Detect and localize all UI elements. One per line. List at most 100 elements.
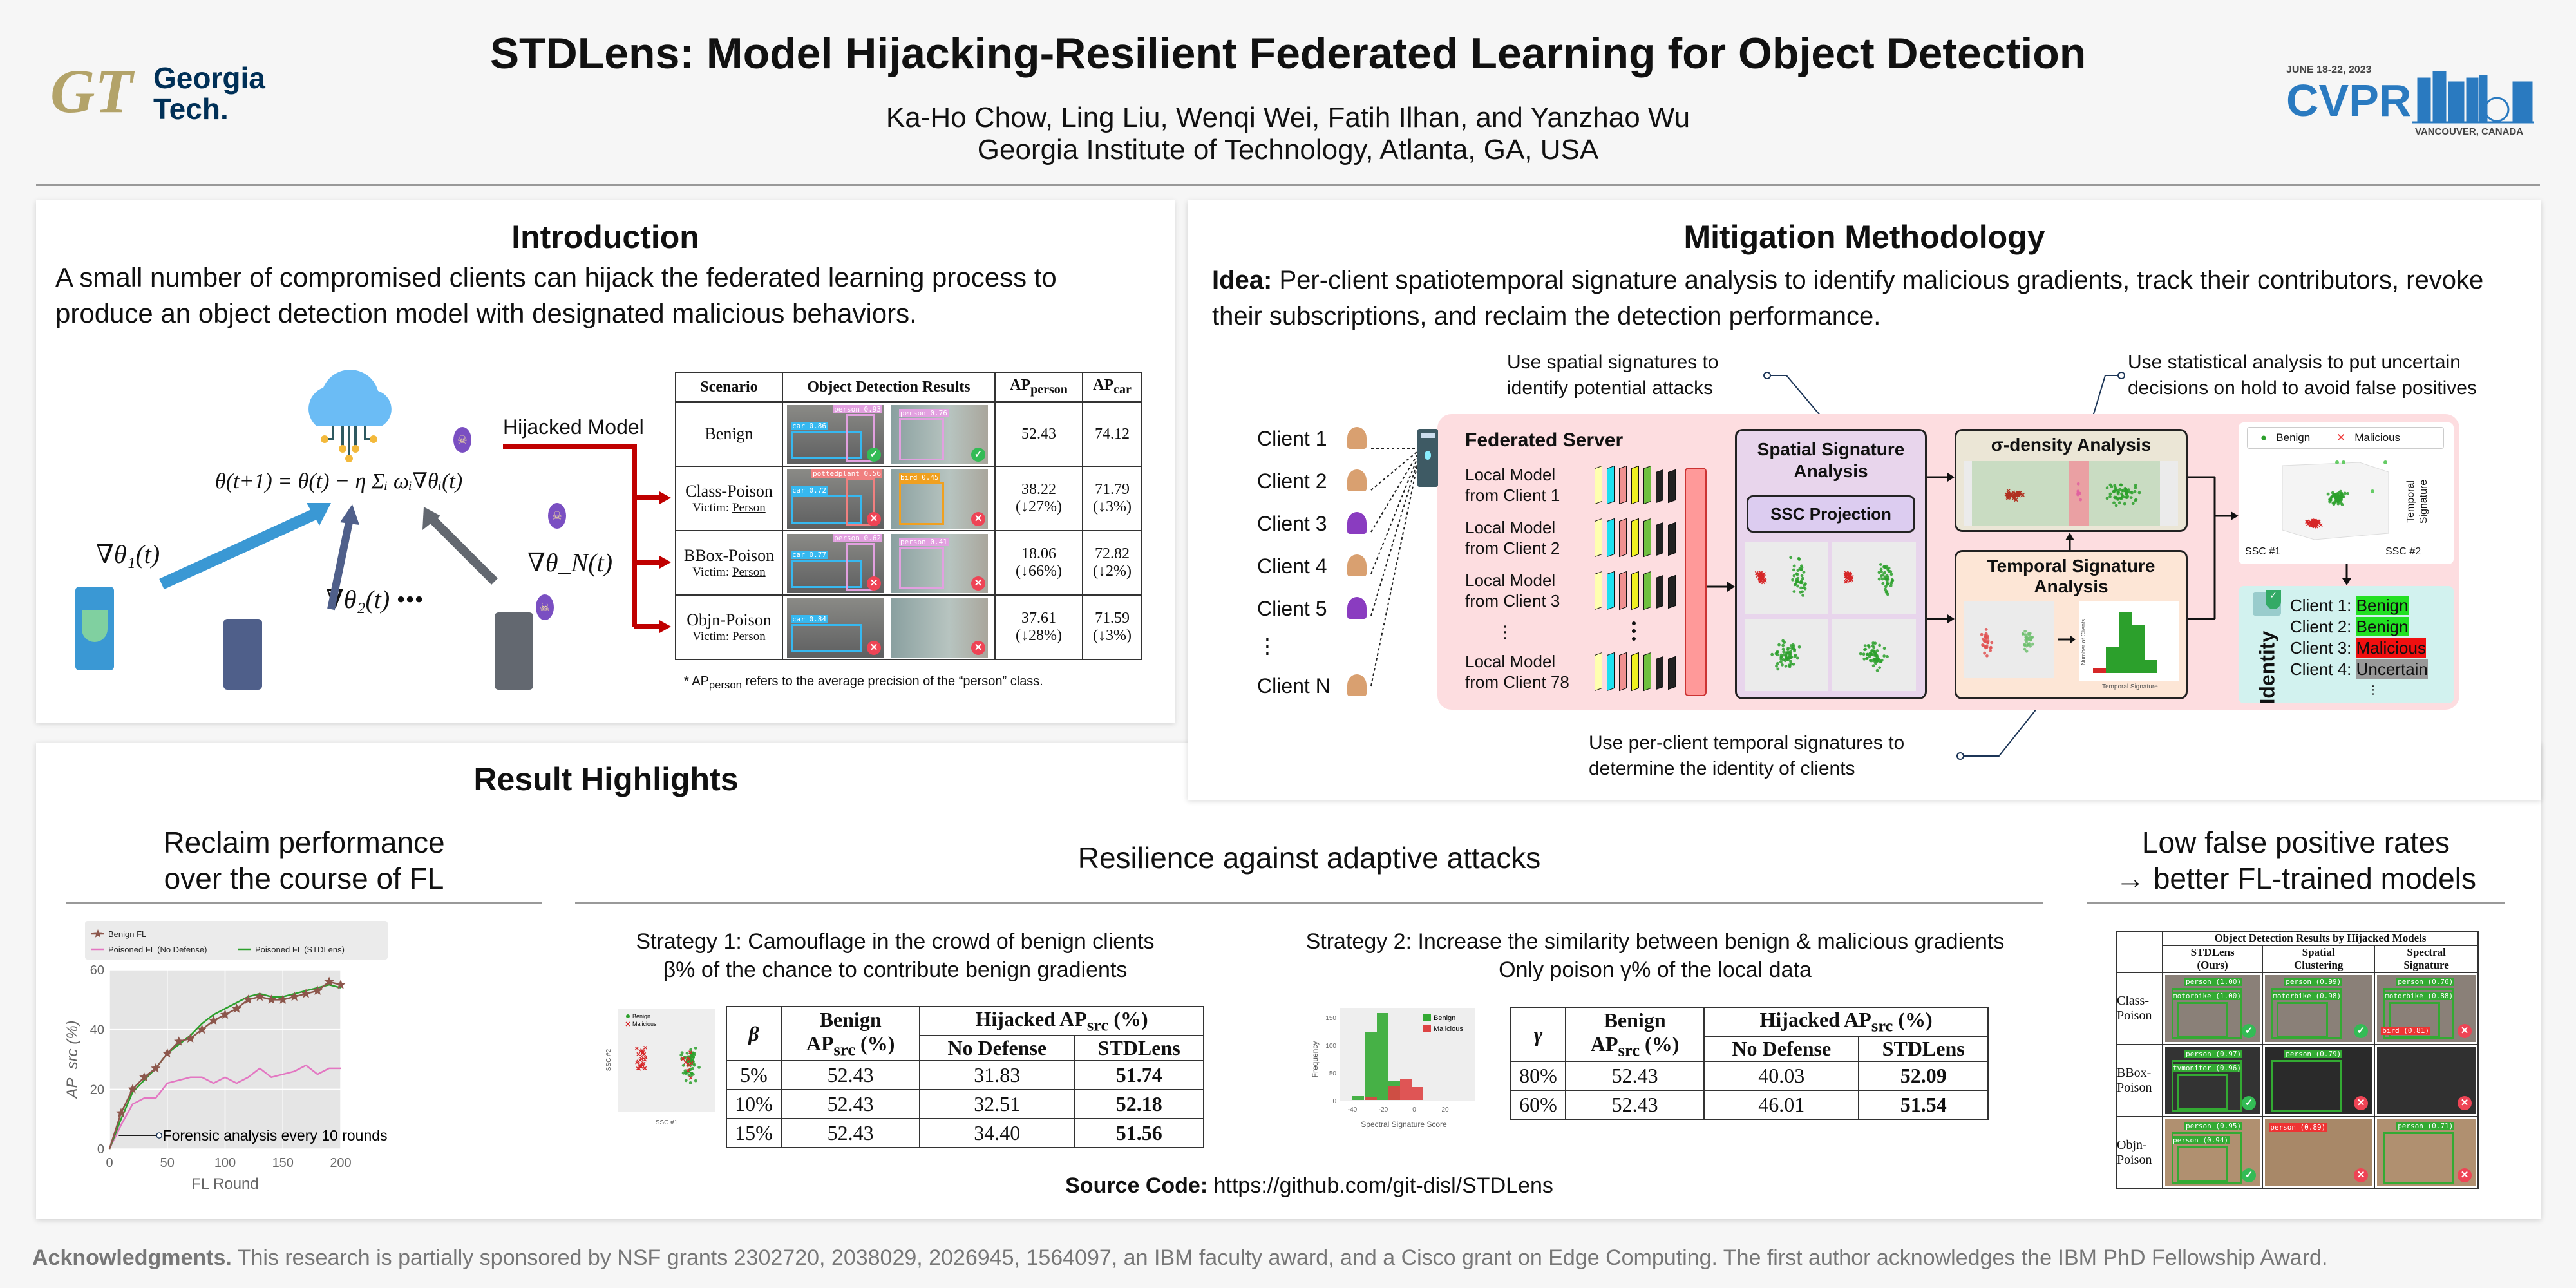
x-tick-label: 50 bbox=[160, 1156, 175, 1170]
detection-image: person (1.00)motorbike (1.00)✓ bbox=[2165, 975, 2260, 1042]
benign-point bbox=[1800, 574, 1804, 578]
benign-point bbox=[2335, 460, 2339, 464]
benign-point bbox=[680, 1051, 684, 1055]
client2-server-icon bbox=[223, 619, 262, 690]
benign-point bbox=[2334, 497, 2338, 500]
poison-flask-icon: ☠ bbox=[453, 427, 471, 453]
right-divider bbox=[2087, 902, 2505, 904]
legend-malicious-label: Malicious bbox=[2354, 431, 2401, 444]
annotation-marker bbox=[156, 1132, 162, 1139]
malicious-point bbox=[687, 1057, 691, 1061]
param-header: β bbox=[726, 1005, 782, 1062]
plot3d-legend: ●Benign ✕Malicious bbox=[2247, 427, 2444, 449]
ssc-projection-button: SSC Projection bbox=[1747, 495, 1915, 533]
benign-point bbox=[1889, 573, 1893, 576]
table-cell: 34.40 bbox=[919, 1118, 1075, 1149]
benign-point bbox=[1873, 641, 1877, 645]
benign-point bbox=[2346, 492, 2349, 495]
benign-point bbox=[1886, 582, 1889, 586]
benign-point bbox=[2343, 491, 2347, 495]
malicious-point bbox=[1984, 628, 1988, 631]
benign-point bbox=[1802, 570, 1806, 574]
legend-label: Poisoned FL (No Defense) bbox=[108, 945, 207, 954]
benign-point bbox=[2329, 495, 2333, 499]
benign-point bbox=[2342, 495, 2345, 498]
benign-point bbox=[2123, 502, 2126, 506]
benign-point bbox=[1862, 652, 1866, 656]
series-marker bbox=[243, 994, 253, 1004]
benign-point bbox=[1866, 643, 1870, 647]
cvpr-logo: JUNE 18-22, 2023 CVPR VANCOUVER, CANADA bbox=[2286, 64, 2537, 142]
source-code-link[interactable]: Source Code: https://github.com/git-disl… bbox=[1065, 1173, 1553, 1198]
detection-image: bird 0.45 ✕ bbox=[891, 469, 988, 529]
series-marker bbox=[289, 991, 299, 1001]
detection-image: person 0.41 ✕ bbox=[891, 534, 988, 593]
benign-point bbox=[1781, 639, 1785, 643]
benign-point bbox=[1870, 659, 1873, 663]
detection-label: car 0.77 bbox=[791, 551, 828, 559]
malicious-point bbox=[2007, 495, 2011, 500]
mid-divider bbox=[575, 902, 2043, 904]
cross-icon: ✕ bbox=[971, 641, 985, 655]
bounding-box bbox=[899, 547, 944, 589]
benign-point bbox=[1792, 568, 1795, 572]
benign-region bbox=[2089, 461, 2160, 526]
benign-point bbox=[1881, 582, 1885, 585]
benign-point bbox=[2118, 488, 2122, 491]
benign-point bbox=[2031, 642, 2034, 646]
malicious-point bbox=[642, 1052, 647, 1056]
cross-icon: ✕ bbox=[867, 641, 881, 655]
malicious-point bbox=[1759, 576, 1764, 580]
hijacked-model-label: Hijacked Model bbox=[503, 415, 644, 439]
car-bounding-box bbox=[791, 560, 862, 588]
histogram-bar bbox=[1400, 1079, 1412, 1100]
y-axis-label: SSC #2 bbox=[605, 1048, 612, 1071]
bounding-box bbox=[2177, 1146, 2228, 1182]
benign-point bbox=[1792, 662, 1795, 666]
stdlens-header: STDLens bbox=[1074, 1035, 1204, 1062]
series-marker bbox=[324, 976, 334, 986]
table-header-row: Object Detection Results by Hijacked Mod… bbox=[2116, 931, 2479, 973]
aggregation-bar bbox=[1685, 468, 1707, 696]
bounding-box bbox=[2389, 1002, 2441, 1037]
histogram-bar bbox=[1352, 1096, 1364, 1100]
ap-person-cell: 38.22(↓27%) bbox=[994, 466, 1084, 531]
benign-point bbox=[1791, 643, 1795, 647]
series-marker bbox=[312, 985, 323, 995]
note-statistical: Use statistical analysis to put uncertai… bbox=[2128, 352, 2477, 399]
right-heading: Low false positive rates→ better FL-trai… bbox=[2116, 826, 2476, 895]
local-model-item: Local Model from Client 2 bbox=[1465, 518, 1560, 558]
mitigation-title: Mitigation Methodology bbox=[1683, 219, 2045, 255]
ap-person-cell: 18.06(↓66%) bbox=[994, 530, 1084, 596]
cvpr-name: CVPR bbox=[2286, 75, 2412, 126]
check-icon: ✓ bbox=[971, 448, 985, 462]
y-tick-label: 50 bbox=[1329, 1070, 1337, 1077]
malicious-point bbox=[1980, 632, 1984, 636]
table-cell: 60% bbox=[1510, 1090, 1566, 1121]
benign-point bbox=[697, 1066, 701, 1069]
grad-client2: ∇θ₂(t) ••• bbox=[326, 585, 424, 614]
benign-point bbox=[1793, 649, 1796, 653]
benign-point bbox=[2134, 486, 2137, 489]
detection-label: person 0.93 bbox=[833, 405, 882, 413]
malicious-point bbox=[2020, 493, 2025, 497]
benign-point bbox=[2123, 486, 2127, 490]
benign-point bbox=[1875, 668, 1879, 672]
benign-point bbox=[2137, 491, 2141, 495]
detection-image: person (0.89)✕ bbox=[2265, 1119, 2372, 1186]
benign-point bbox=[2108, 483, 2112, 487]
benign-point bbox=[1781, 647, 1785, 651]
result-image-cell: person (0.97)tvmonitor (0.96)✓ bbox=[2161, 1044, 2264, 1117]
th-ap-car: APcar bbox=[1082, 372, 1142, 402]
x-tick-label: -40 bbox=[1348, 1106, 1358, 1113]
series-marker bbox=[116, 1108, 126, 1117]
detection-label: tvmonitor (0.96) bbox=[2172, 1064, 2242, 1072]
federated-server-title: Federated Server bbox=[1465, 430, 1624, 451]
temporal-plots: Number of Clients bbox=[1964, 601, 2179, 681]
detection-image: person 0.76 ✓ bbox=[891, 405, 988, 464]
benign-point bbox=[1799, 586, 1803, 590]
bounding-box bbox=[2172, 1060, 2242, 1112]
